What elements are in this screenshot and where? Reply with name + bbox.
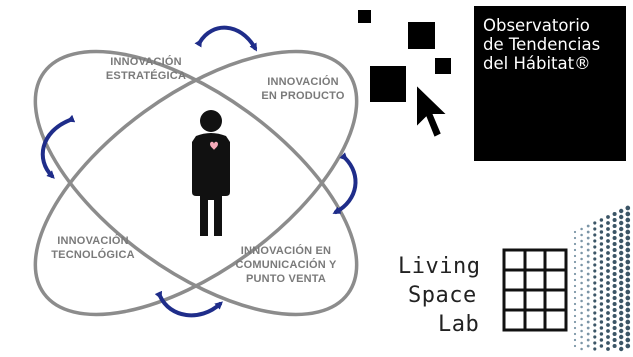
orbit-ring-descending: [33, 49, 359, 317]
cycle-arrow-icon: [332, 152, 358, 214]
logo-line: Lab: [438, 312, 480, 337]
innovation-diagram: [33, 25, 359, 318]
pixel-squares-icon: [370, 66, 406, 102]
cycle-arrow-icon: [40, 114, 76, 179]
cursor-arrow-icon: [415, 82, 451, 140]
label-line: INNOVACIÓN: [267, 76, 339, 88]
living-space-lab-wordmark: Living Space Lab: [398, 252, 494, 339]
label-innovacion-tecnologica: INNOVACIÓN TECNOLÓGICA: [44, 234, 142, 262]
pixel-squares-icon: [358, 10, 371, 23]
label-innovacion-estrategica: INNOVACIÓN ESTRATÉGICA: [100, 55, 192, 83]
logo-line: del Hábitat®: [483, 54, 591, 73]
label-line: INNOVACIÓN: [57, 235, 129, 247]
dot-matrix-icon: [573, 205, 631, 352]
person-figure-icon: [192, 110, 230, 236]
label-line: INNOVACIÓN: [110, 56, 182, 68]
label-line: COMUNICACIÓN Y: [235, 259, 337, 271]
label-line: ESTRATÉGICA: [105, 70, 187, 82]
logo-line: Space: [408, 283, 477, 308]
label-line: INNOVACIÓN EN: [240, 245, 332, 257]
label-line: PUNTO VENTA: [245, 273, 327, 285]
heart-icon: [210, 141, 218, 150]
logo-line: Observatorio: [483, 16, 590, 35]
pixel-squares-icon: [435, 58, 451, 74]
cycle-arrow-icon: [154, 290, 223, 318]
label-innovacion-comunicacion: INNOVACIÓN EN COMUNICACIÓN Y PUNTO VENTA: [224, 244, 348, 286]
label-line: TECNOLÓGICA: [51, 249, 135, 261]
label-innovacion-producto: INNOVACIÓN EN PRODUCTO: [252, 75, 354, 103]
label-line: EN PRODUCTO: [261, 90, 345, 102]
logo-line: Living: [398, 254, 481, 279]
cycle-arrow-icon: [194, 25, 258, 52]
pixel-squares-icon: [408, 22, 435, 49]
logo-line: de Tendencias: [483, 35, 601, 54]
orbit-ring-ascending: [33, 49, 359, 317]
bookshelf-icon: [502, 248, 568, 332]
observatorio-logo: Observatorio de Tendencias del Hábitat®: [474, 6, 626, 161]
